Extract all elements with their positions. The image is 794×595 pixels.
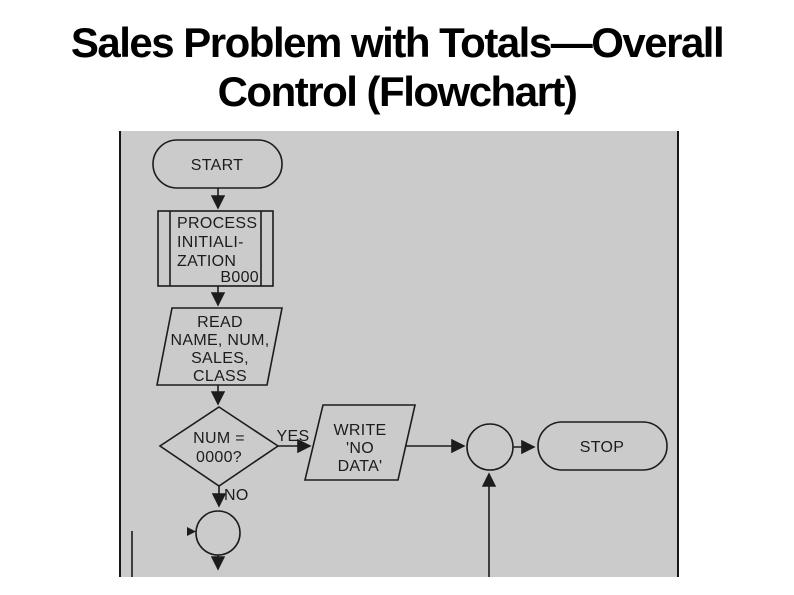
slide-title: Sales Problem with Totals—Overall Contro… [0,18,794,116]
predefined-process-box: PROCESS INITIALI- ZATION B000 [157,210,274,287]
write-line-1: WRITE [333,422,386,439]
process-ref-label: B000 [220,269,259,286]
title-line-2: Control (Flowchart) [217,68,578,115]
decision-diamond: NUM = 0000? [158,406,280,487]
stop-terminal [537,421,668,471]
process-line-2: INITIALI- [177,234,244,251]
process-line-1: PROCESS [177,215,257,232]
title-line-1: Sales Problem with Totals—Overall [70,19,725,66]
process-line-3: ZATION [177,253,236,270]
start-label: START [191,157,243,174]
read-line-4: CLASS [193,368,247,385]
read-line-2: NAME, NUM, [171,332,270,349]
yes-edge-label: YES [277,428,310,445]
stop-label: STOP [580,439,624,456]
loop-entry-arrowhead [187,527,196,536]
flowchart-canvas: START PROCESS INITIALI- ZATION B000 READ… [131,139,668,577]
read-line-3: SALES, [191,350,249,367]
read-line-1: READ [197,314,243,331]
read-parallelogram: READ NAME, NUM, SALES, CLASS [156,307,283,386]
connector-circle-stop [466,423,514,471]
flowchart-figure: START PROCESS INITIALI- ZATION B000 READ… [119,131,679,577]
decision-line-2: 0000? [196,449,242,466]
no-edge-label: NO [224,487,249,504]
write-parallelogram: WRITE 'NO DATA' [303,404,417,481]
write-line-3: DATA' [338,458,383,475]
write-line-2: 'NO [346,440,374,457]
connector-circle-loop [195,510,241,556]
decision-line-1: NUM = [193,430,245,447]
